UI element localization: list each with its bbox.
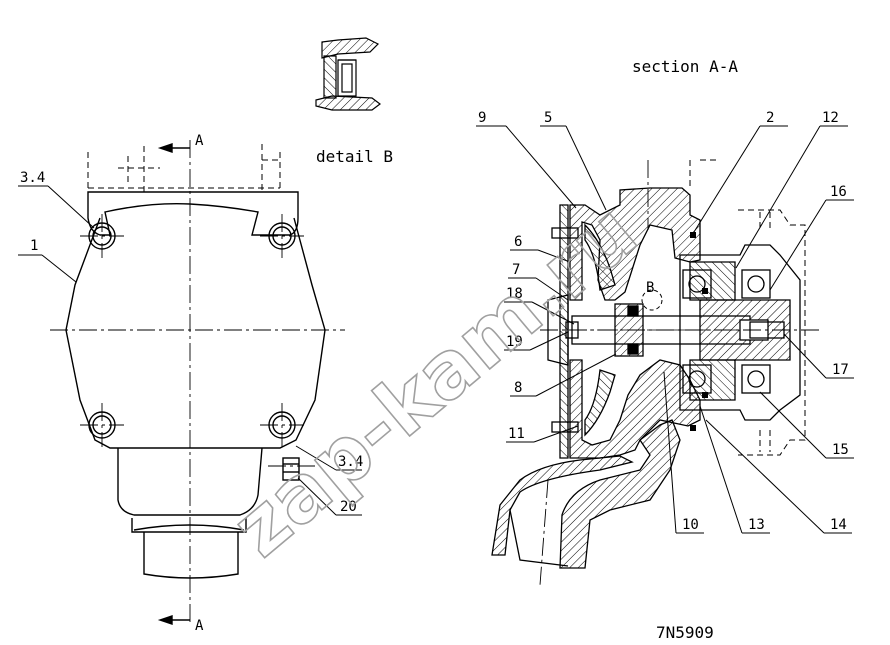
callout-13: 13	[748, 517, 765, 533]
callout-20: 20	[340, 499, 357, 515]
callout-7: 7	[512, 262, 520, 278]
callout-15: 15	[832, 442, 849, 458]
section-cut-markers	[157, 143, 190, 625]
cut-label-top: A	[195, 133, 204, 149]
mount-flange	[87, 191, 299, 236]
impeller-upper	[584, 223, 616, 291]
top-flange-hidden	[87, 144, 281, 196]
detail-title: detail B	[316, 147, 393, 166]
callout-14: 14	[830, 517, 847, 533]
front-view-centerlines	[50, 140, 345, 622]
outlet-pipe-end	[143, 532, 239, 579]
callout-18: 18	[506, 286, 523, 302]
callout-17: 17	[832, 362, 849, 378]
callout-16: 16	[830, 184, 847, 200]
callout-3-4-bottom: 3.4	[338, 454, 363, 470]
callout-10: 10	[682, 517, 699, 533]
callout-8: 8	[514, 380, 522, 396]
section-callouts: 9 5 2 12 16 6 7 18 19 8 11 17 15 10 13 1…	[478, 110, 849, 533]
pulley	[559, 204, 569, 459]
callout-1: 1	[30, 238, 38, 254]
part-number: 7N5909	[656, 623, 714, 642]
mount-hidden	[689, 159, 806, 456]
pump-body-outline	[65, 217, 326, 449]
callout-12: 12	[822, 110, 839, 126]
section-leaders	[476, 125, 854, 534]
detail-b-mark: B	[646, 280, 654, 296]
bearing-housing	[679, 244, 801, 421]
detail-b-marker	[641, 289, 663, 311]
inlet-pipe	[559, 419, 681, 569]
callout-9: 9	[478, 110, 486, 126]
callout-6: 6	[514, 234, 522, 250]
drain-plug	[282, 457, 300, 481]
section-centerlines	[539, 160, 820, 586]
bearings	[682, 269, 771, 394]
section-title: section A-A	[632, 57, 738, 76]
front-view-leaders	[18, 185, 362, 516]
impeller-lower	[584, 369, 616, 437]
callout-5: 5	[544, 110, 552, 126]
bolt-holes	[88, 222, 296, 439]
outlet-neck	[117, 447, 263, 516]
detail-b-view	[315, 37, 381, 111]
o-rings	[690, 232, 708, 431]
cut-label-bottom: A	[195, 618, 204, 634]
callout-3-4-top: 3.4	[20, 170, 45, 186]
outlet-pipe	[131, 518, 247, 533]
callout-19: 19	[506, 334, 523, 350]
callout-11: 11	[508, 426, 525, 442]
callout-2: 2	[766, 110, 774, 126]
section-view	[491, 159, 806, 569]
